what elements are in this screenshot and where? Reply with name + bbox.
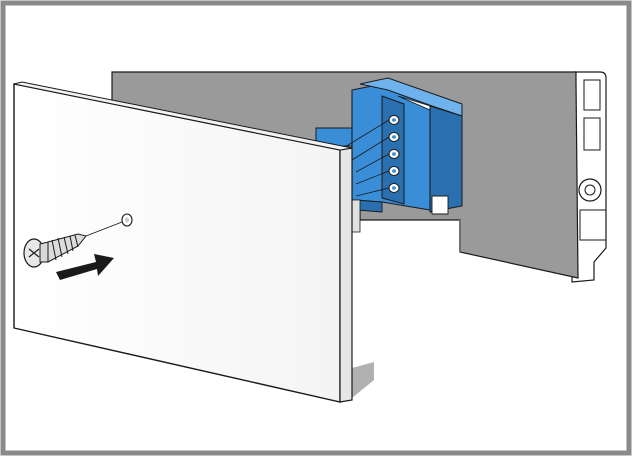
screw-icon xyxy=(23,233,87,268)
panel-shadow xyxy=(352,362,374,398)
appliance-housing xyxy=(571,71,607,283)
alignment-lines xyxy=(339,119,390,197)
blue-mounting-bracket xyxy=(315,77,463,215)
front-panel xyxy=(13,81,353,403)
housing-knob xyxy=(578,178,602,202)
screw-guide-line xyxy=(85,221,123,237)
arrow-right-icon xyxy=(56,254,114,280)
